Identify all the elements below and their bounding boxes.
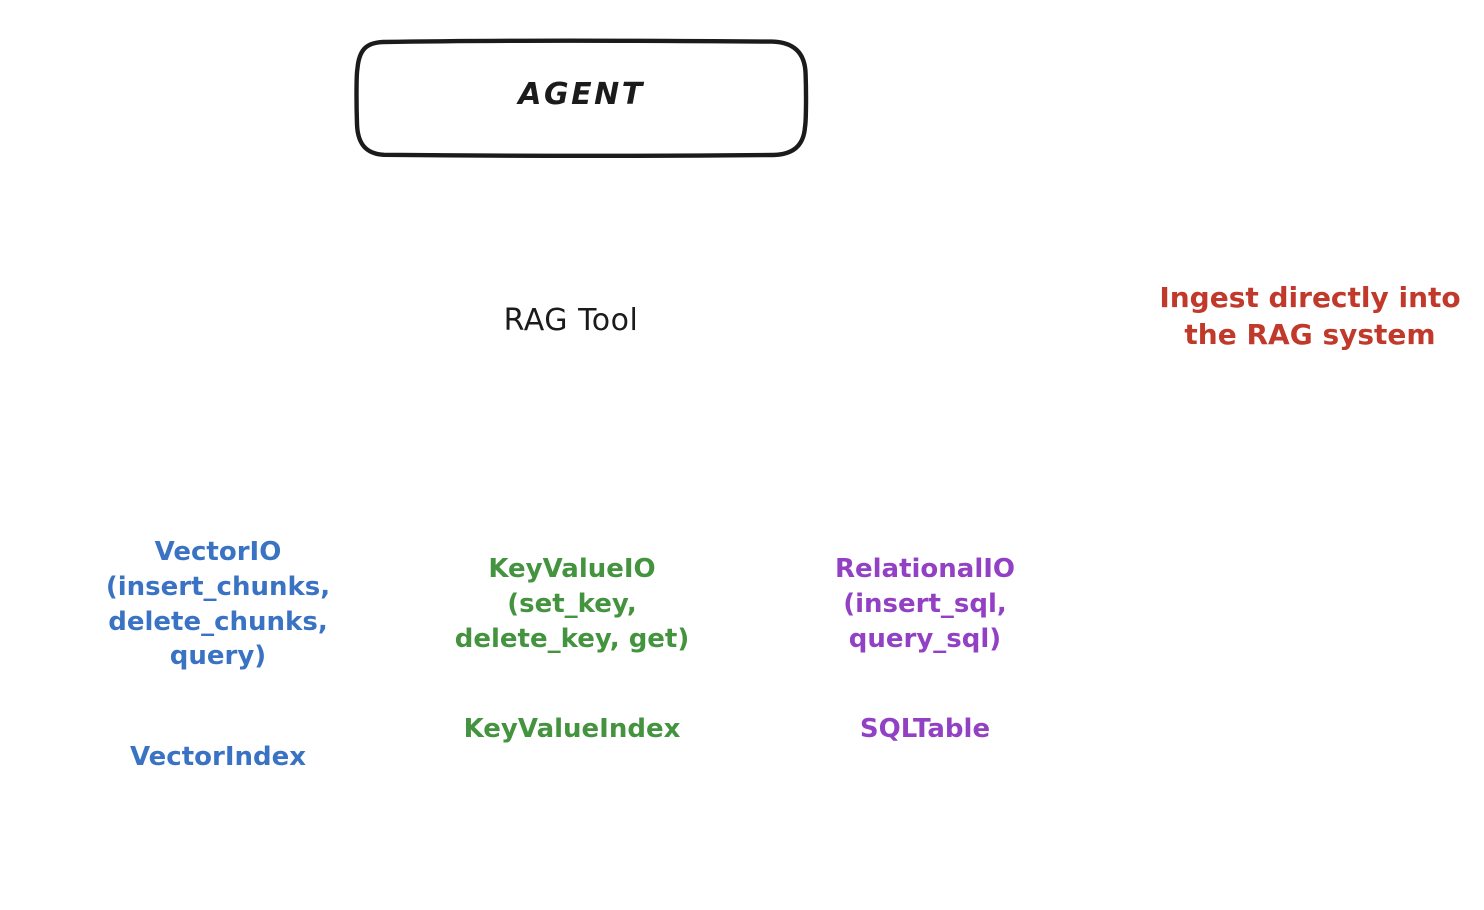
agent-node[interactable] [354,38,809,159]
agent-box-outline [354,38,809,159]
ingest-annotation-label: Ingest directly into the RAG system [1159,281,1461,351]
